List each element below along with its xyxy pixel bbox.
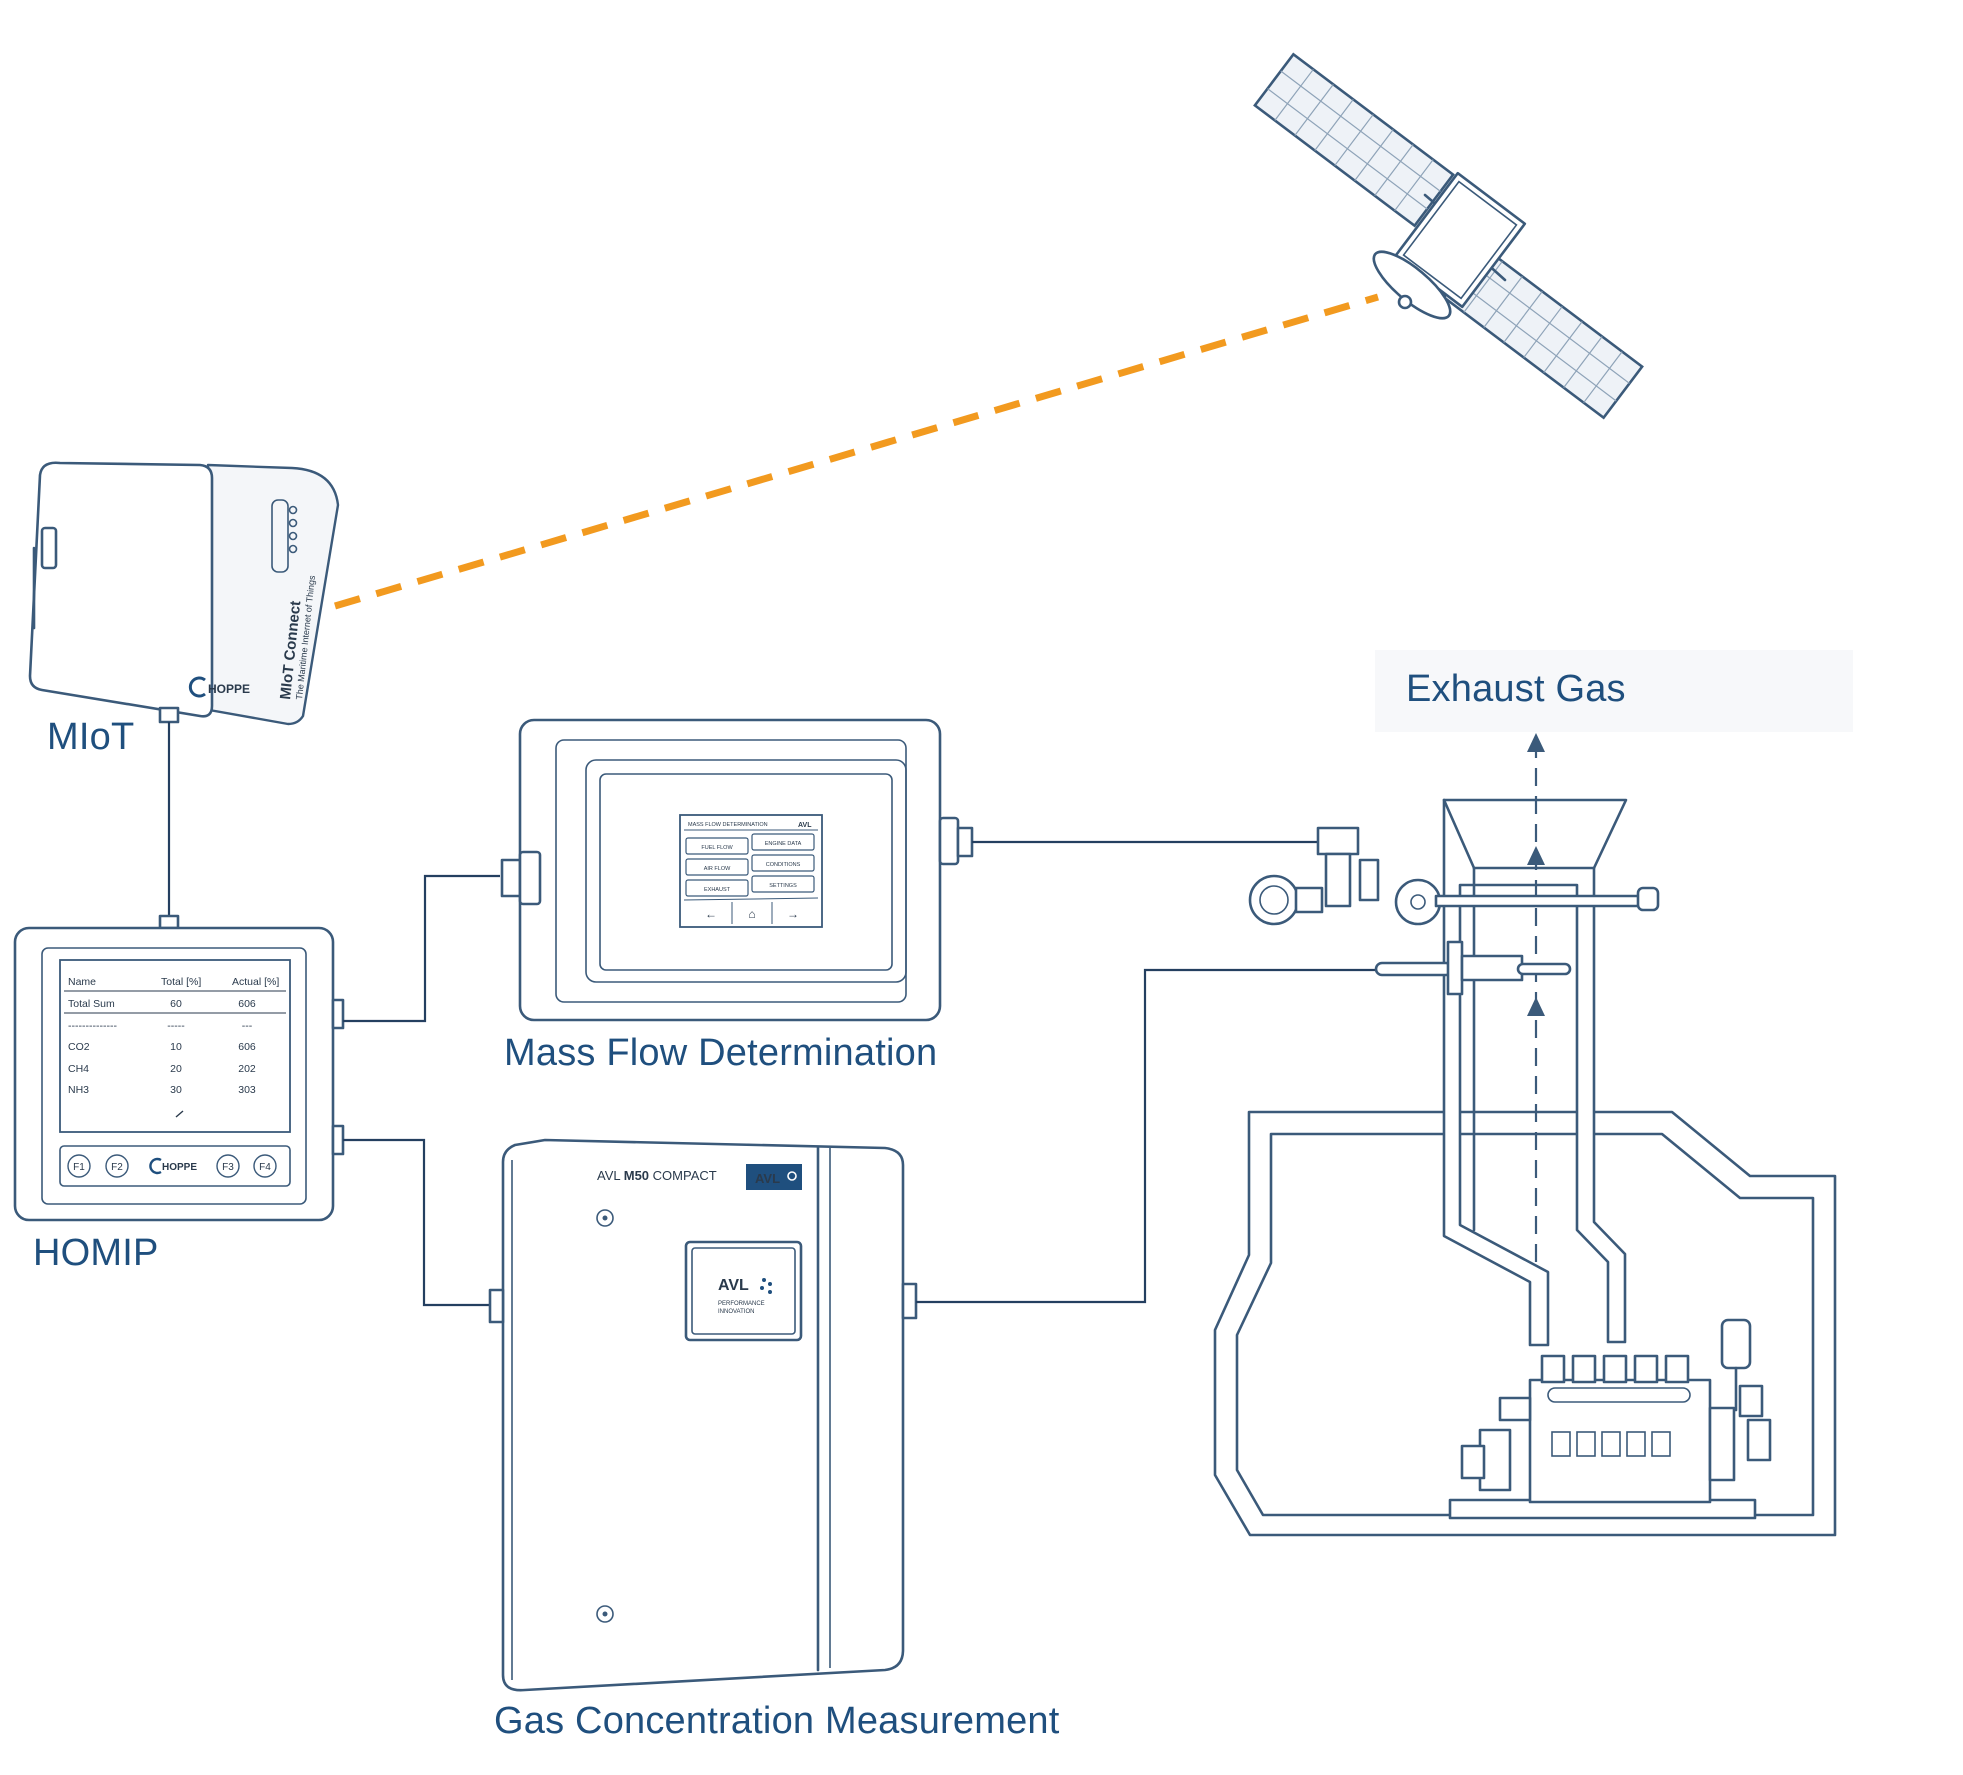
- homip-table-cell: 202: [238, 1063, 256, 1075]
- homip-table-cell: 10: [170, 1041, 182, 1053]
- homip-button-f4[interactable]: [253, 1154, 277, 1178]
- homip-button-label: F4: [259, 1162, 271, 1173]
- miot-label: MIoT: [47, 716, 135, 758]
- homip-table-header: Name: [68, 976, 96, 988]
- mass-flow-probe: [1248, 826, 1660, 926]
- mfd-button-grid: FUEL FLOW ENGINE DATA AIR FLOW CONDITIONS EX…: [683, 833, 819, 924]
- mfd-button-conditions[interactable]: [751, 854, 815, 872]
- mass-flow-label: Mass Flow Determination: [504, 1032, 938, 1074]
- homip-table-cell: 30: [170, 1084, 182, 1096]
- mfd-nav-back-icon[interactable]: ←: [705, 907, 717, 921]
- gas-cabinet-model: M50: [624, 1168, 649, 1183]
- gas-cabinet: AVL M50 COMPACT AVL AVL PERFORMANCE INNO…: [488, 1138, 918, 1692]
- mfd-button-label: SETTINGS: [769, 883, 797, 889]
- homip-table-cell: 606: [238, 1041, 256, 1053]
- svg-text:PERFORMANCE: PERFORMANCE: [718, 1301, 765, 1307]
- homip-label: HOMIP: [33, 1232, 159, 1274]
- gas-flow-arrow-icon: [1527, 733, 1545, 1262]
- satellite-icon: [1253, 52, 1644, 420]
- homip-table-cell: 606: [238, 998, 256, 1010]
- homip-cursor: [175, 1110, 184, 1118]
- homip-table-header: Total [%]: [161, 976, 201, 988]
- mfd-nav-home-icon[interactable]: ⌂: [748, 907, 755, 921]
- mfd-button-label: ENGINE DATA: [765, 841, 802, 847]
- homip-button-f1[interactable]: [67, 1154, 91, 1178]
- svg-text:HOPPE: HOPPE: [162, 1162, 197, 1173]
- mfd-button-label: AIR FLOW: [704, 866, 731, 872]
- homip-table-cell: Total Sum: [68, 998, 115, 1010]
- homip-button-f3[interactable]: [216, 1154, 240, 1178]
- svg-text:AVL: AVL: [718, 1277, 749, 1294]
- homip-table-cell: 303: [238, 1084, 256, 1096]
- engine: [1448, 1318, 1772, 1520]
- homip-button-f2[interactable]: [105, 1154, 129, 1178]
- homip-table-cell: 20: [170, 1063, 182, 1075]
- gas-concentration-label: Gas Concentration Measurement: [494, 1700, 1060, 1742]
- homip-table-cell: --------------: [68, 1020, 117, 1032]
- miot-status-leds: [271, 499, 298, 573]
- homip-device: Name Total [%] Actual [%] Total Sum 60 606 ---…: [13, 926, 345, 1222]
- homip-button-label: F2: [111, 1162, 123, 1173]
- mfd-button-exhaust[interactable]: [685, 879, 749, 897]
- svg-text:AVL M50 COMPACT: AVL M50 COMPACT: [597, 1168, 717, 1183]
- gas-cabinet-badge: [746, 1164, 802, 1190]
- gas-sampling-probe: [1374, 940, 1572, 996]
- svg-text:INNOVATION: INNOVATION: [718, 1309, 754, 1315]
- mfd-button-air-flow[interactable]: [685, 858, 749, 876]
- homip-display: [59, 959, 291, 1133]
- mfd-button-label: FUEL FLOW: [701, 845, 733, 851]
- satellite-uplink: [334, 293, 1379, 610]
- homip-table-header: Actual [%]: [232, 976, 279, 988]
- mfd-button-settings[interactable]: [751, 875, 815, 893]
- svg-text:HOPPE: HOPPE: [208, 682, 250, 696]
- gas-cabinet-panel: [684, 1240, 803, 1342]
- homip-hoppe-logo: HOPPE: [149, 1157, 197, 1175]
- homip-button-label: F3: [222, 1162, 234, 1173]
- homip-table-cell: ---: [242, 1020, 253, 1032]
- homip-table-cell: NH3: [68, 1084, 89, 1096]
- homip-table-cell: -----: [167, 1020, 185, 1032]
- exhaust-gas-label: Exhaust Gas: [1406, 668, 1626, 710]
- mfd-button-engine-data[interactable]: [751, 833, 815, 851]
- gas-cabinet-model-prefix: AVL: [597, 1168, 620, 1183]
- mfd-screen-brand: AVL: [798, 822, 812, 829]
- homip-button-label: F1: [73, 1162, 85, 1173]
- miot-device: MIoT Connect The Maritime Internet of Th…: [28, 461, 340, 726]
- mfd-button-label: EXHAUST: [704, 887, 731, 893]
- mfd-screen-title: MASS FLOW DETERMINATION: [688, 822, 768, 828]
- mass-flow-device: MASS FLOW DETERMINATION AVL FUEL FLOW ENG…: [500, 718, 974, 1022]
- mfd-button-label: CONDITIONS: [766, 862, 801, 868]
- homip-table-cell: CO2: [68, 1041, 90, 1053]
- exhaust-stack: [1442, 798, 1628, 1347]
- homip-button-bar: F1 F2 F3 F4: [67, 1154, 277, 1178]
- homip-table: Name Total [%] Actual [%] Total Sum 60 606 ---…: [64, 976, 286, 1096]
- mfd-button-fuel-flow[interactable]: [685, 837, 749, 855]
- exhaust-label-box: [1375, 650, 1853, 732]
- svg-text:AVL: AVL: [755, 1171, 780, 1186]
- homip-table-cell: CH4: [68, 1063, 89, 1075]
- miot-hoppe-logo: HOPPE: [188, 676, 250, 698]
- homip-table-cell: 60: [170, 998, 182, 1010]
- mfd-nav-forward-icon[interactable]: →: [787, 907, 799, 921]
- gas-cabinet-model-suffix: COMPACT: [653, 1168, 717, 1183]
